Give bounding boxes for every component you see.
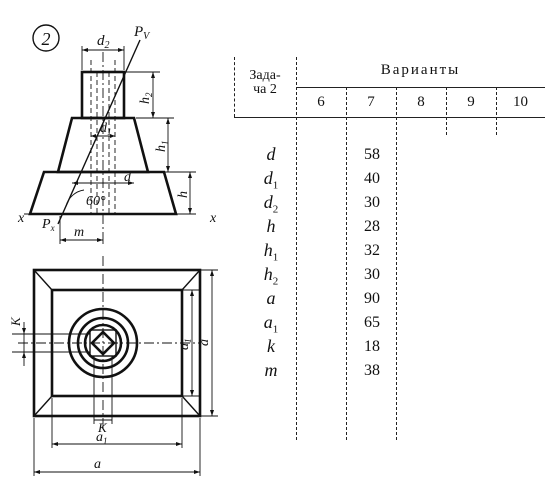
- d2-label: d2: [97, 33, 110, 51]
- task-header: Зада- ча 2: [249, 68, 281, 97]
- x-right-label: x: [209, 211, 217, 226]
- cutting-plane-pv: [57, 39, 141, 225]
- variant-9: 9: [467, 94, 475, 110]
- angle-label: 60°: [86, 194, 106, 209]
- row-h1-label: h1: [263, 240, 279, 264]
- d-label: d: [124, 170, 132, 185]
- row-m-value: 38: [364, 362, 380, 379]
- x-left-label: x: [17, 211, 25, 226]
- row-a-label: a: [266, 288, 276, 308]
- a-bottom-label: a: [94, 457, 101, 472]
- px-label: Px: [41, 217, 55, 233]
- row-k-value: 18: [364, 338, 380, 355]
- variants-header: Варианты: [380, 62, 461, 78]
- row-k-label: k: [267, 336, 275, 356]
- a-side-label: a: [197, 339, 212, 346]
- k-bottom-label: K: [97, 420, 108, 435]
- m-label: m: [74, 225, 84, 240]
- row-h1-value: 32: [364, 242, 380, 259]
- k-side-label: K: [8, 316, 23, 327]
- variant-6: 6: [317, 94, 325, 110]
- row-d-label: d: [266, 144, 276, 164]
- row-h-label: h: [266, 216, 276, 236]
- task-marker: 2: [32, 24, 60, 52]
- a1-side-label: a1: [177, 339, 193, 351]
- row-d1-value: 40: [364, 170, 380, 187]
- row-h2-label: h2: [263, 264, 279, 288]
- h2-label: h2: [138, 92, 154, 104]
- a1-bottom-label: a1: [96, 430, 108, 446]
- variants-table: Зада- ча 2 Варианты 6 7 8 9 10 d 58 d1 4…: [234, 57, 545, 440]
- row-d2-value: 30: [364, 194, 380, 211]
- variant-10: 10: [513, 94, 528, 110]
- variant-8: 8: [417, 94, 425, 110]
- row-d2-label: d2: [263, 192, 279, 216]
- d1-label: d1: [100, 121, 112, 137]
- row-d-value: 58: [364, 146, 380, 163]
- h1-label: h1: [154, 141, 170, 153]
- h-label: h: [176, 191, 191, 198]
- row-m-label: m: [264, 360, 278, 380]
- row-d1-label: d1: [263, 168, 279, 192]
- front-view: PV d2 d1 d 60°: [17, 24, 217, 244]
- row-a-value: 90: [364, 290, 380, 307]
- task-marker-text: 2: [42, 29, 51, 49]
- top-view: K a1 a K a1: [8, 256, 218, 476]
- row-h-value: 28: [364, 218, 380, 235]
- variant-7: 7: [367, 94, 375, 110]
- row-h2-value: 30: [364, 266, 380, 283]
- pv-label: PV: [133, 24, 151, 42]
- row-a1-value: 65: [364, 314, 380, 331]
- row-a1-label: a1: [263, 312, 279, 336]
